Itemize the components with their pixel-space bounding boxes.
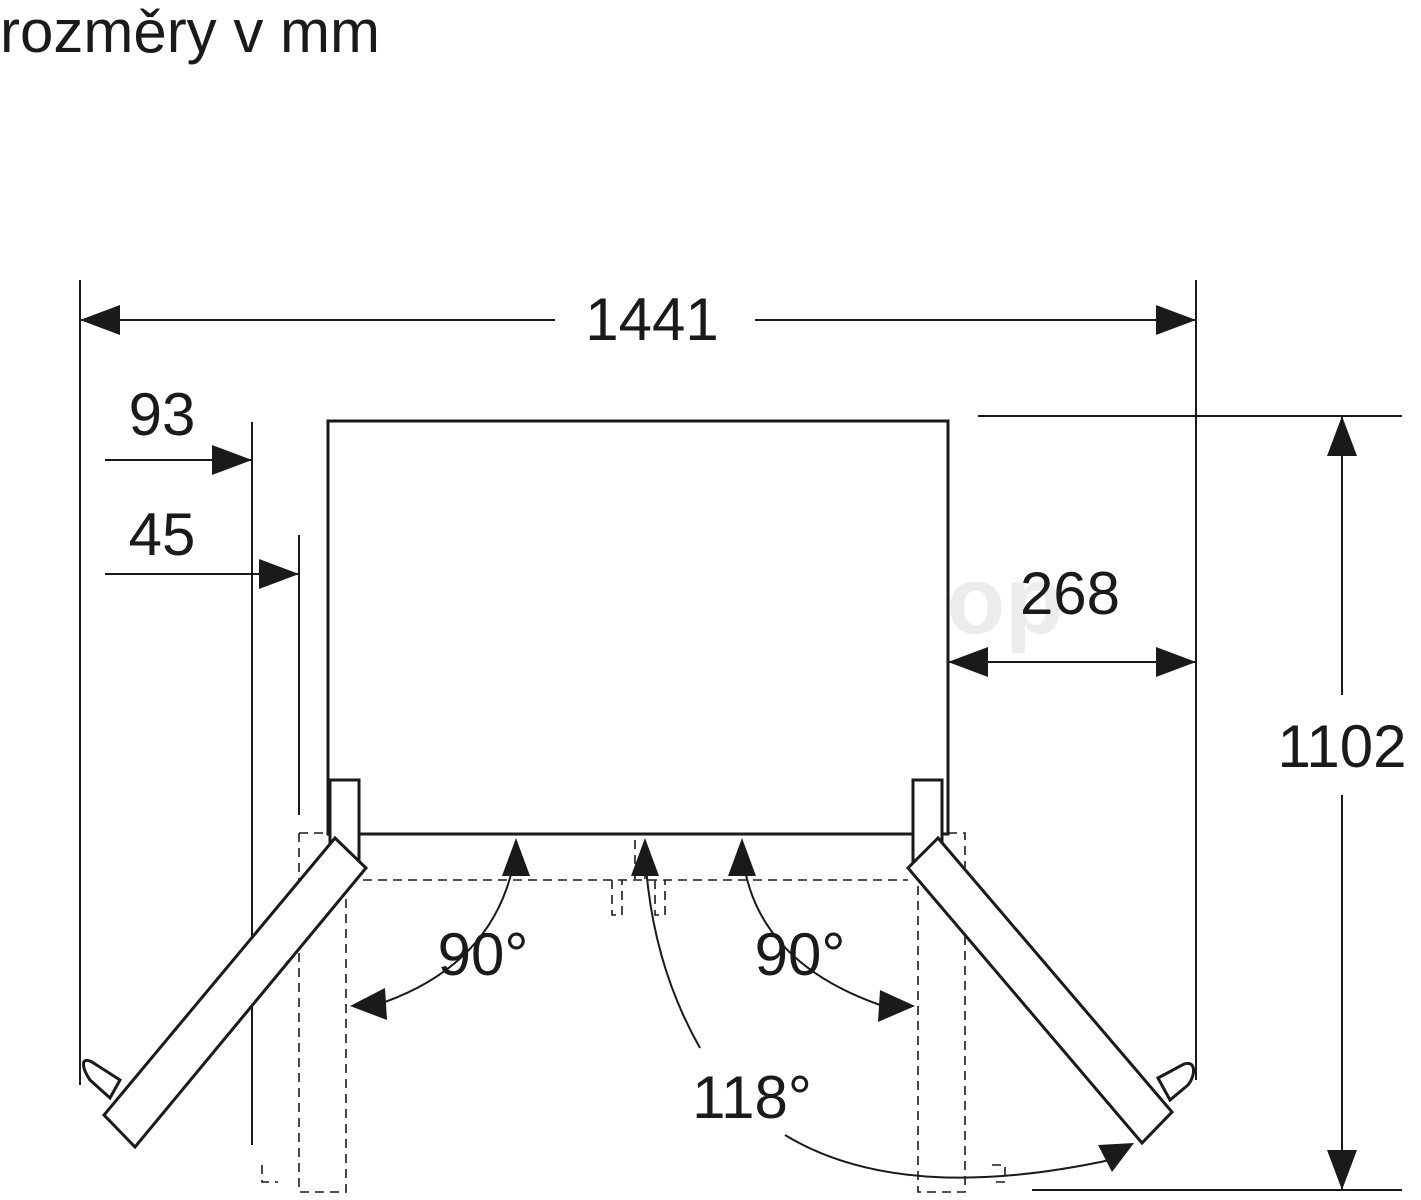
right-door <box>905 835 1195 1146</box>
angle-left-door: 90° <box>350 838 530 1020</box>
angle-right-door-label: 90° <box>755 921 846 988</box>
dimension-side-clearance-label: 268 <box>1020 560 1120 627</box>
fridge-cabinet <box>326 419 950 836</box>
dimension-total-width: 1441 <box>80 286 1196 353</box>
angle-max-opening-label: 118° <box>692 1064 812 1131</box>
units-caption: rozměry v mm <box>0 0 380 65</box>
dimension-offset-inner-label: 45 <box>129 501 196 568</box>
extension-lines <box>79 280 1402 1191</box>
angle-right-door: 90° <box>728 838 915 1022</box>
angle-left-door-label: 90° <box>438 921 529 988</box>
left-door <box>82 835 369 1150</box>
angle-max-opening: 118° <box>631 838 1134 1179</box>
dimension-total-depth: 1102 <box>1277 416 1407 1190</box>
dimension-side-clearance: 268 <box>948 560 1196 677</box>
dimension-total-depth-label: 1102 <box>1277 713 1406 780</box>
dimension-total-width-label: 1441 <box>585 286 718 353</box>
dimension-offset-outer-label: 93 <box>129 381 196 448</box>
